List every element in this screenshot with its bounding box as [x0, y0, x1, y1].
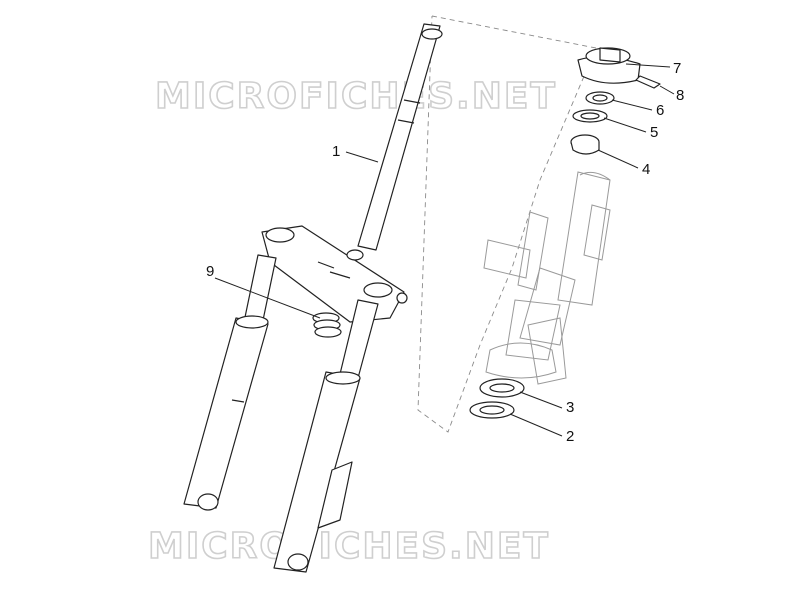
- steering-column-frame: [483, 171, 611, 385]
- right-fork-leg: [273, 299, 379, 573]
- callout-5: 5: [650, 124, 658, 141]
- upper-bearing: [570, 134, 600, 155]
- upper-race: [572, 109, 608, 123]
- fork-boot: [312, 312, 342, 338]
- callout-8: 8: [676, 87, 684, 104]
- callout-4: 4: [642, 161, 650, 178]
- callout-2: 2: [566, 428, 574, 445]
- lower-bearing: [479, 378, 525, 398]
- callout-1: 1: [332, 143, 340, 160]
- watermark-bottom: MICROFICHES.NET: [148, 526, 550, 567]
- left-fork-leg: [183, 254, 277, 511]
- callout-3: 3: [566, 399, 574, 416]
- callout-9: 9: [206, 263, 214, 280]
- watermark-top: MICROFICHES.NET: [155, 76, 557, 117]
- lower-bearing-race: [469, 401, 515, 419]
- ring-nut: [577, 47, 641, 84]
- lock-pin: [635, 75, 661, 89]
- callout-7: 7: [673, 60, 681, 77]
- leader-lines: [214, 63, 675, 437]
- washer: [585, 91, 615, 105]
- steering-tube-assembly: [261, 23, 443, 323]
- callout-6: 6: [656, 102, 664, 119]
